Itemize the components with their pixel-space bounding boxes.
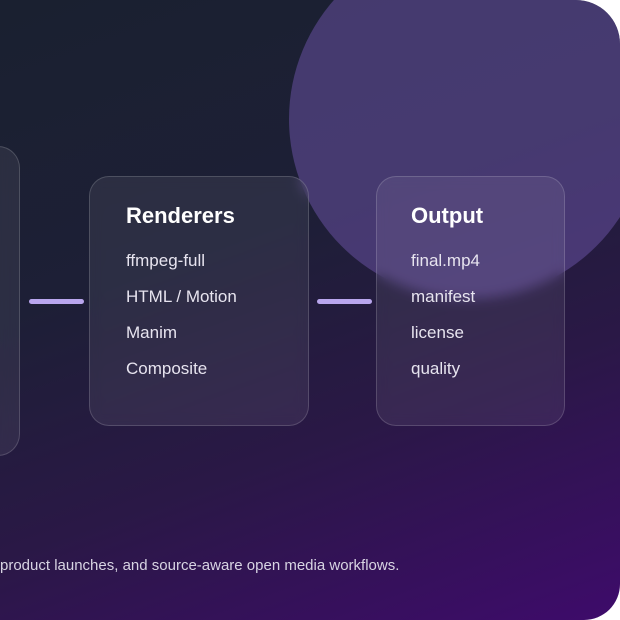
output-item: license: [411, 323, 464, 342]
renderers-title: Renderers: [126, 203, 235, 228]
output-item: quality: [411, 359, 461, 378]
caption-text: product launches, and source-aware open …: [0, 557, 400, 574]
renderers-item: Manim: [126, 323, 178, 342]
output-item: manifest: [411, 287, 476, 306]
renderers-item: HTML / Motion: [126, 287, 237, 306]
output-title: Output: [411, 203, 484, 228]
connector-previous-to-renderers: [29, 299, 84, 304]
output-item: final.mp4: [411, 251, 480, 270]
output-card: Output final.mp4 manifest license qualit…: [376, 176, 565, 426]
renderers-card: Renderers ffmpeg-full HTML / Motion Mani…: [89, 176, 309, 426]
renderers-item: ffmpeg-full: [126, 251, 206, 270]
previous-stage-card: [0, 146, 20, 456]
renderers-item: Composite: [126, 359, 208, 378]
connector-renderers-to-output: [317, 299, 372, 304]
